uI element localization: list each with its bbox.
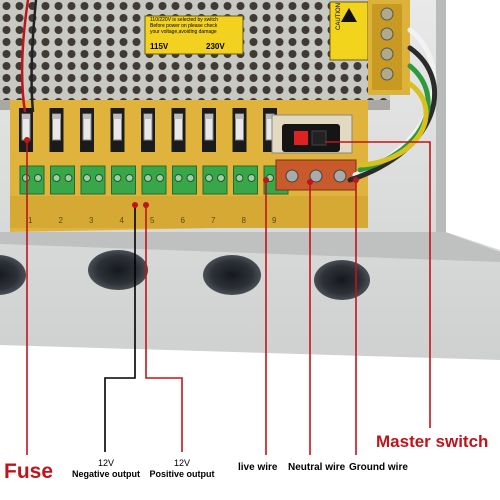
psu-label-230v: 230V [206,42,225,51]
master-switch-pointer-line [325,141,431,428]
fuse-holder [232,108,247,152]
master-switch-rocker [282,124,340,152]
psu-label-115v: 115V [150,42,169,51]
fuse-holder [19,108,33,152]
fuse-holder [202,108,216,152]
positive-output-voltage: 12V [173,458,190,468]
pointer-dot [353,177,359,183]
caution-text: CAUTION [336,3,342,30]
master-switch-label: Master switch [376,432,489,451]
dc-output-terminal [141,165,167,195]
caution-label [329,1,369,61]
psu-label-line-2: Before power on please check [150,23,218,29]
board-lower-strip [10,196,368,228]
channel-number: 4 [119,216,124,225]
channel-number: 7 [211,216,216,225]
negative-output-voltage: 12V [97,458,114,468]
dc-wire-black [30,0,38,113]
positive-output-text: Positive output [149,469,215,479]
pointer-dot [132,202,138,208]
dc-wire-red [20,0,30,113]
dc-output-terminal [233,165,258,195]
dc-output-terminal [50,165,75,195]
dc-output-terminal [80,165,106,195]
terminal-row [19,165,289,195]
neutral-wire-label: Neutral wire [288,462,346,473]
positive-pointer-line [145,205,183,452]
master-switch-assembly [271,114,353,154]
fuse-holder [110,108,125,152]
fuse-holder [80,108,94,152]
negative-output-text: Negative output [71,469,140,479]
channel-number: 2 [58,216,63,225]
channel-number: 5 [150,216,155,225]
fuse-holder [49,108,64,152]
negative-output-label: 12V Negative output [70,458,142,480]
pointer-dot [263,177,269,183]
dc-output-terminal [19,165,45,195]
annotation-lines [24,137,431,455]
ac-input-terminal-strip [368,0,410,95]
dc-output-terminal [111,165,136,195]
psu-label-line-3: your voltage,avoiding damage [150,29,217,35]
ac-input-wires [347,27,437,183]
enclosure-lip [0,232,500,262]
enclosure-side-wall [436,0,446,245]
pointer-dot [307,179,313,185]
pointer-dot [143,202,149,208]
negative-pointer-line [104,205,136,452]
ac-terminal-block [275,159,357,191]
fuse-holder [171,108,186,152]
fuse-row [19,108,277,152]
pointer-dot [24,137,30,143]
channel-number: 9 [272,216,277,225]
positive-output-label: 12V Positive output [146,458,218,480]
fuse-label: Fuse [4,460,54,483]
voltage-warning-label [144,15,244,55]
psu-label-text: 110/220V is selected by switch Before po… [150,17,218,35]
psu-label-line-1: 110/220V is selected by switch [150,17,219,23]
dc-output-terminal [172,165,197,195]
live-wire-label: live wire [238,462,278,473]
channel-number: 1 [28,216,33,225]
ground-wire-label: Ground wire [349,462,408,473]
channel-number: 3 [89,216,94,225]
channel-number: 6 [180,216,185,225]
fuse-holder [141,108,155,152]
channel-number: 8 [241,216,246,225]
dc-output-terminal [202,165,228,195]
